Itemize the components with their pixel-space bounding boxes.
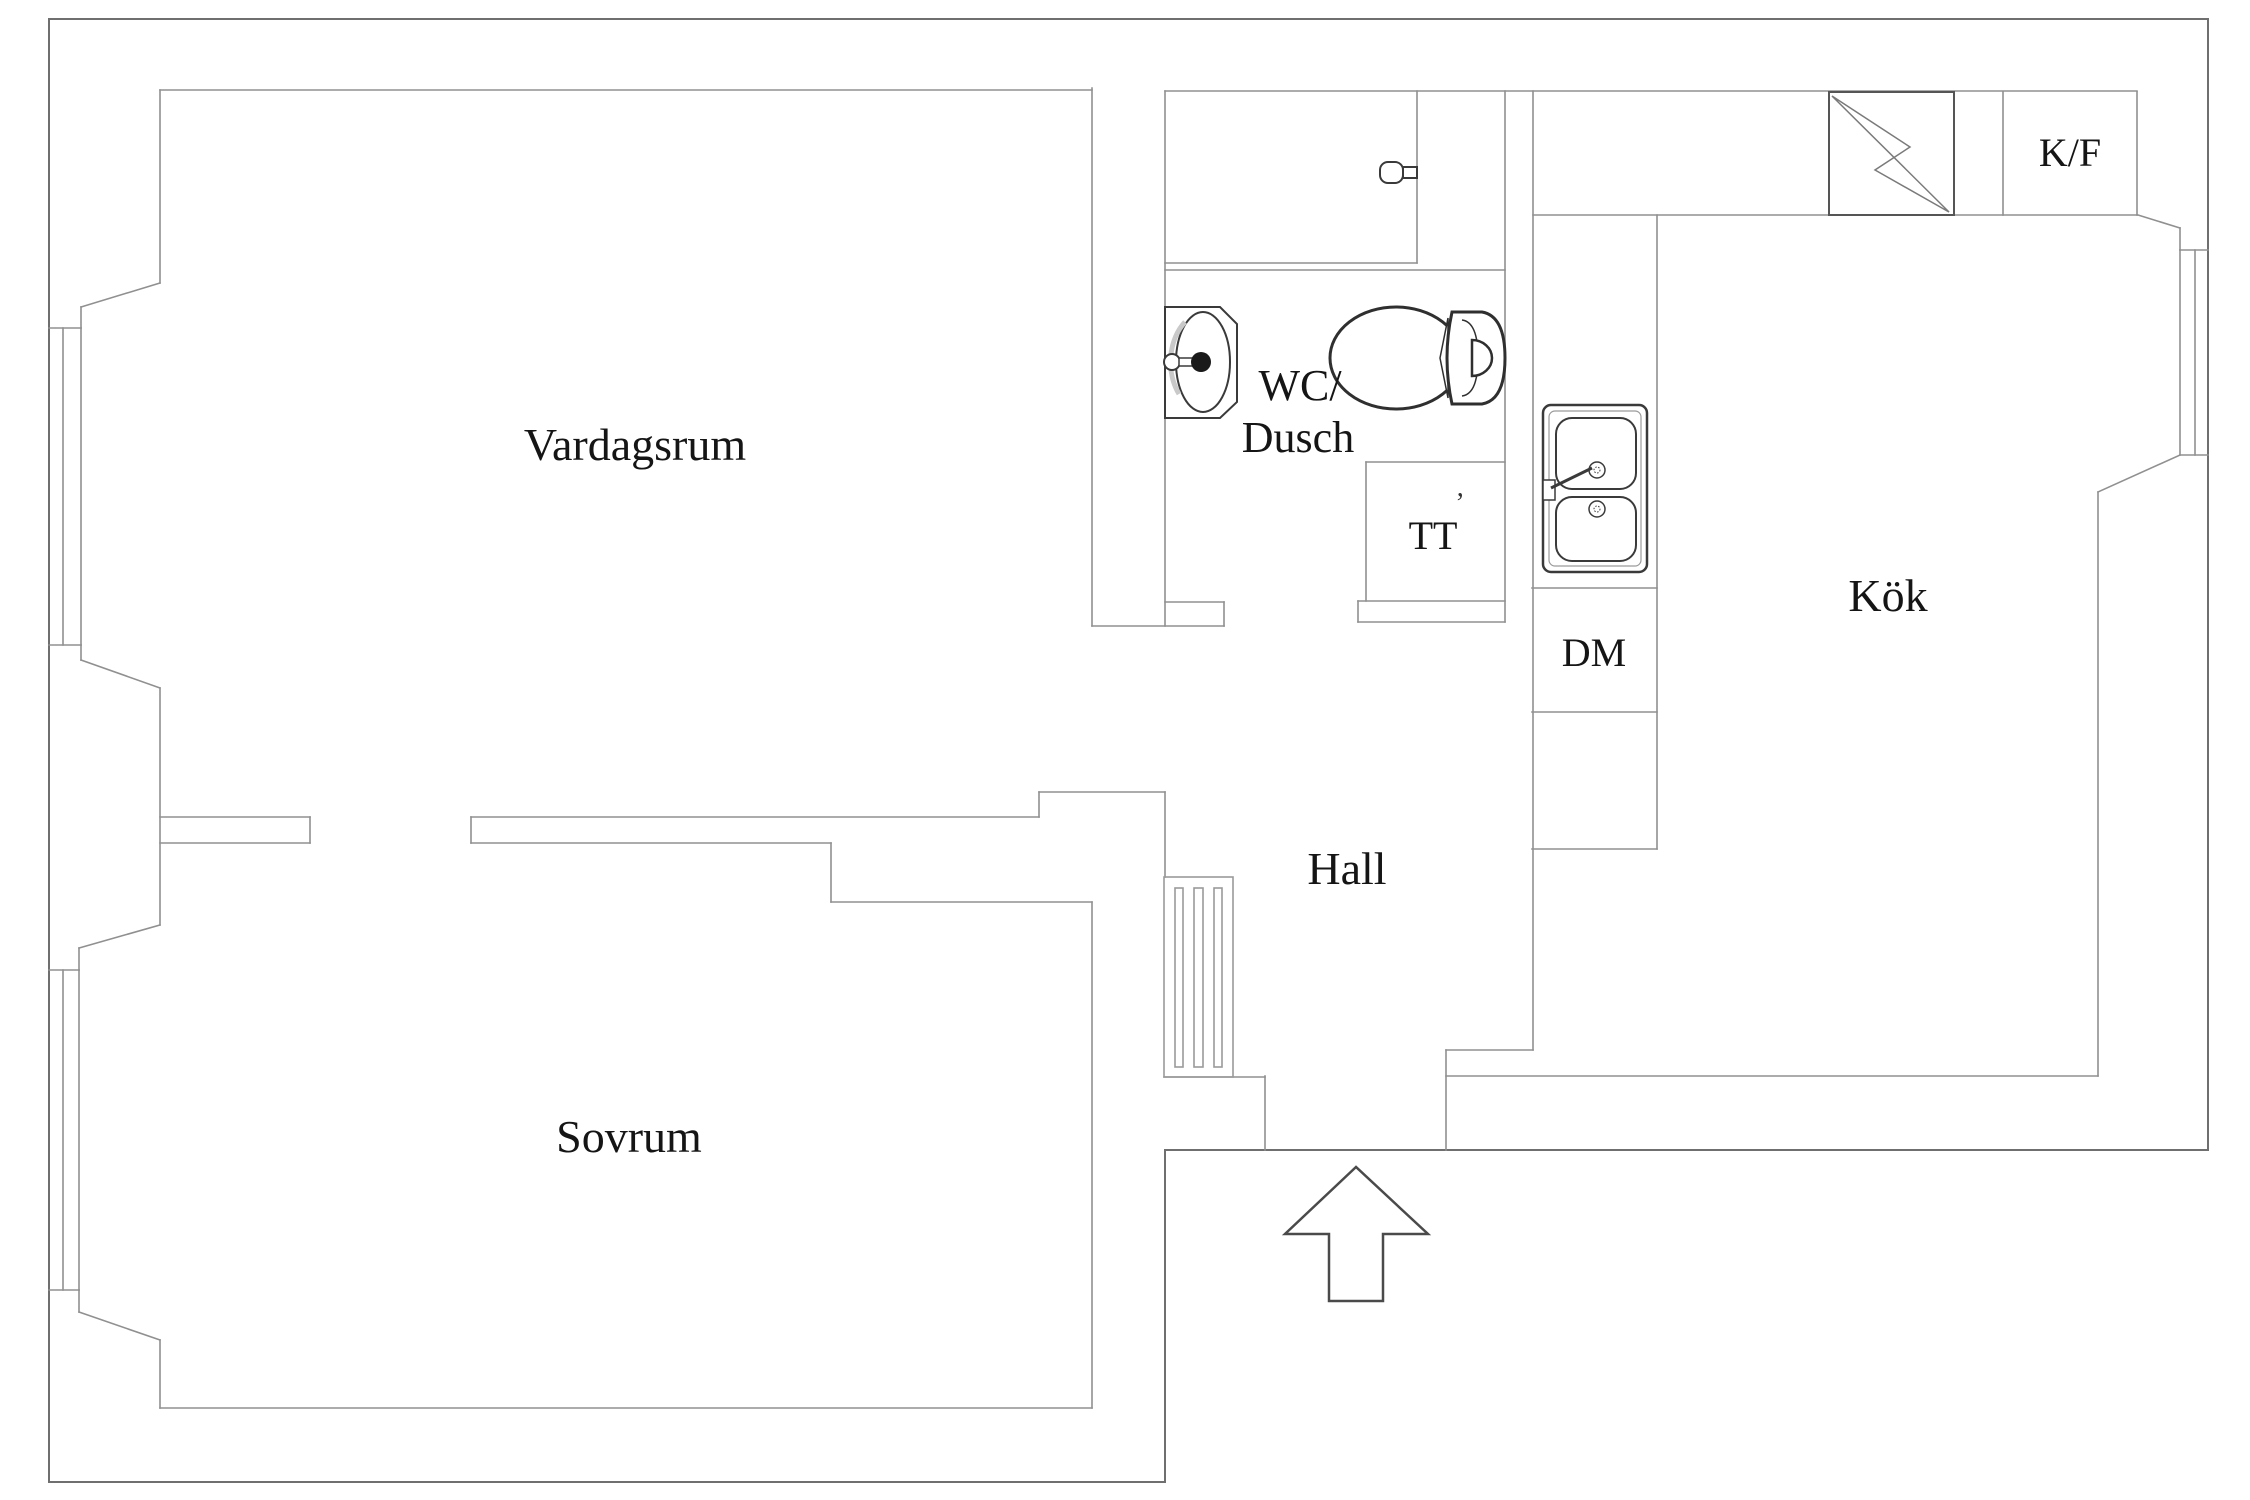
living-bedroom-dividing-walls	[159, 625, 1225, 1409]
bathroom-label-line2: Dusch	[1242, 413, 1354, 462]
bathroom-label-line1: WC/	[1258, 361, 1342, 410]
stray-mark: ’	[1455, 488, 1464, 519]
dryer-closet-walls	[1357, 461, 1506, 623]
toilet-icon	[1328, 305, 1507, 411]
radiator-icon	[1163, 876, 1234, 1078]
bathroom-sink-icon	[1163, 306, 1238, 419]
fridge-freezer-label: K/F	[2039, 130, 2101, 175]
living-room-walls	[48, 87, 1093, 926]
shower-mixer-icon	[1379, 161, 1418, 184]
hall-label: Hall	[1307, 843, 1386, 894]
outer-boundary	[48, 18, 2209, 1483]
kitchen-sink-icon	[1541, 403, 1649, 574]
bathroom-walls	[1164, 90, 2138, 878]
entry-arrow-icon	[1281, 1165, 1432, 1303]
interior-walls	[48, 87, 2209, 1409]
kitchen-walls	[1163, 90, 2209, 1151]
stove-icon	[1828, 91, 1955, 216]
kitchen-label: Kök	[1848, 570, 1927, 621]
dryer-closet-label: TT	[1409, 513, 1458, 558]
bedroom-label: Sovrum	[556, 1111, 702, 1162]
dishwasher-label: DM	[1562, 630, 1626, 675]
bedroom-walls	[48, 924, 1093, 1409]
living-room-label: Vardagsrum	[524, 419, 746, 470]
